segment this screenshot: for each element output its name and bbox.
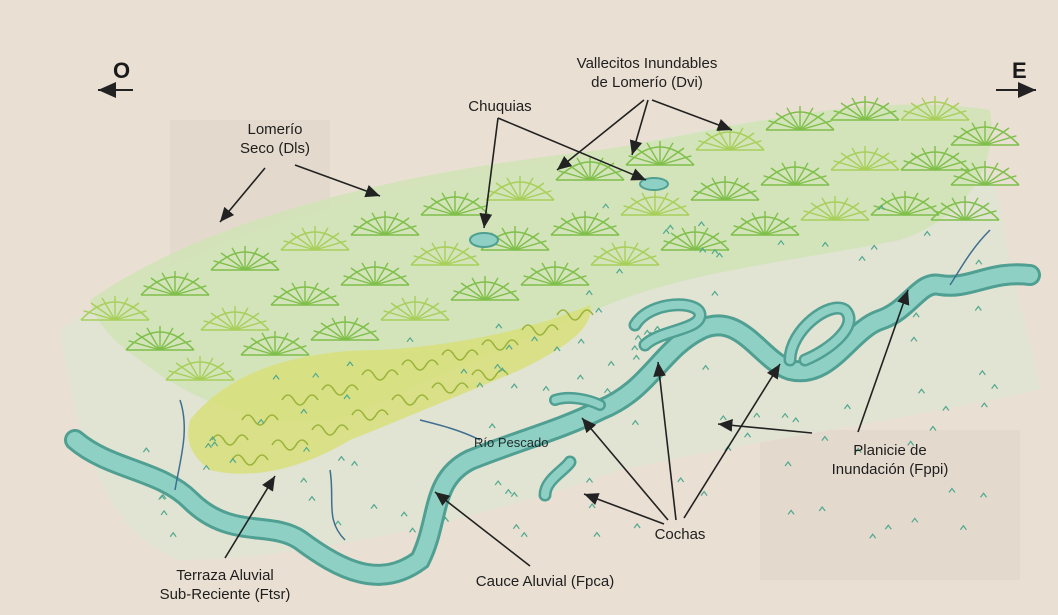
label-chuquias: Chuquias: [455, 97, 545, 116]
label-vallecitos: Vallecitos Inundables de Lomerío (Dvi): [552, 54, 742, 92]
chuquia-pond-1: [470, 233, 498, 247]
label-rio-pescado: Río Pescado: [474, 433, 574, 452]
label-planicie-line2: Inundación (Fppi): [805, 460, 975, 479]
label-lomerio-seco: Lomerío Seco (Dls): [230, 120, 320, 158]
label-cauce: Cauce Aluvial (Fpca): [455, 572, 635, 591]
label-vallecitos-line2: de Lomerío (Dvi): [552, 73, 742, 92]
label-planicie-line1: Planicie de: [805, 441, 975, 460]
east-label: E: [1012, 58, 1027, 84]
label-terraza-line1: Terraza Aluvial: [150, 566, 300, 585]
label-terraza-line2: Sub-Reciente (Ftsr): [150, 585, 300, 604]
label-vallecitos-line1: Vallecitos Inundables: [552, 54, 742, 73]
label-lomerio-seco-line1: Lomerío: [230, 120, 320, 139]
label-planicie: Planicie de Inundación (Fppi): [805, 441, 975, 479]
label-cochas: Cochas: [640, 525, 720, 544]
label-terraza: Terraza Aluvial Sub-Reciente (Ftsr): [150, 566, 300, 604]
label-lomerio-seco-line2: Seco (Dls): [230, 139, 320, 158]
west-label: O: [113, 58, 130, 84]
